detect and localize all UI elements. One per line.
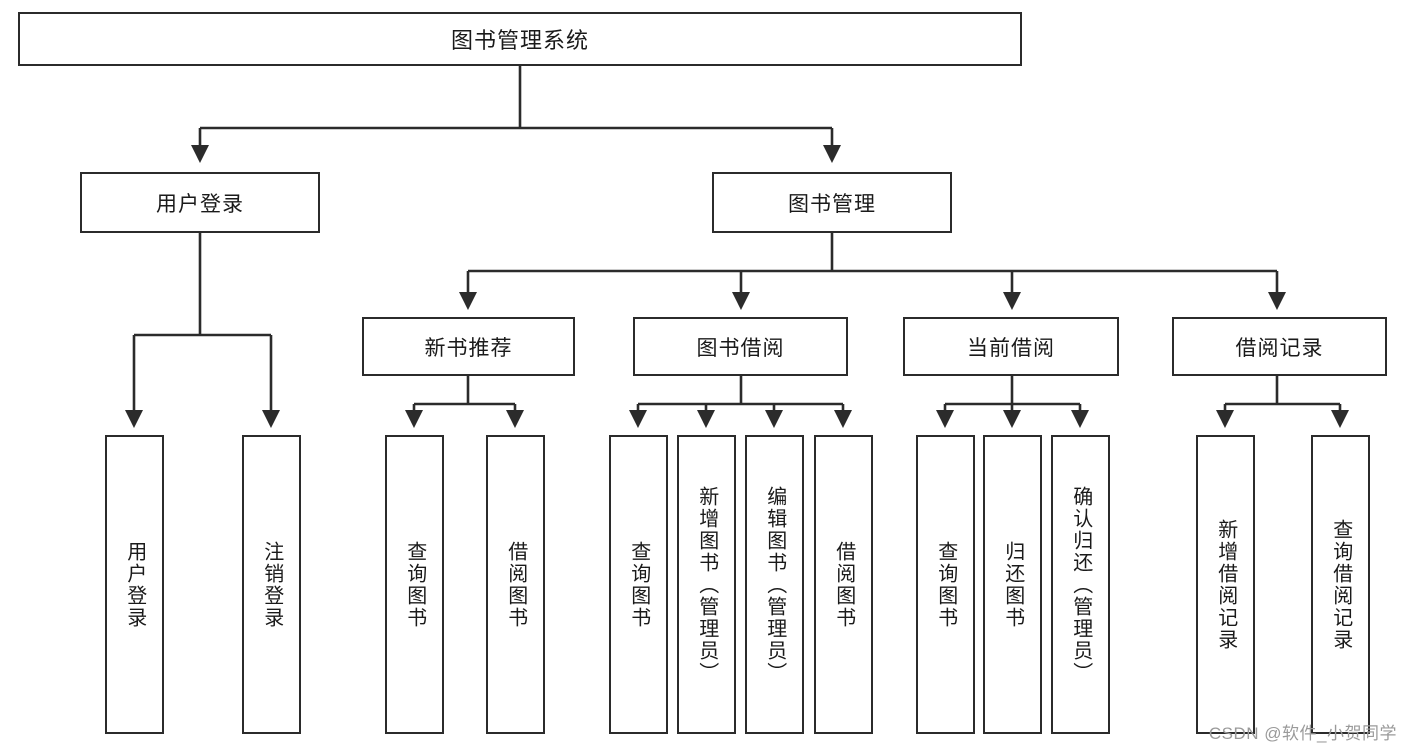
leaf-recommend-borrow-book[interactable]: 借阅图书	[486, 435, 545, 734]
node-label: 查询图书	[627, 540, 650, 629]
node-borrow-record[interactable]: 借阅记录	[1172, 317, 1387, 376]
node-label: 归还图书	[1001, 540, 1024, 629]
node-book-management[interactable]: 图书管理	[712, 172, 952, 233]
leaf-borrow-add-book[interactable]: 新增图书（管理员）	[677, 435, 736, 734]
node-label: 用户登录	[123, 540, 146, 629]
node-label: 查询借阅记录	[1329, 518, 1352, 651]
node-new-book-recommend[interactable]: 新书推荐	[362, 317, 575, 376]
node-current-borrow[interactable]: 当前借阅	[903, 317, 1119, 376]
leaf-borrow-edit-book[interactable]: 编辑图书（管理员）	[745, 435, 804, 734]
leaf-current-query-book[interactable]: 查询图书	[916, 435, 975, 734]
node-label: 注销登录	[260, 540, 283, 629]
leaf-borrow-borrow-book[interactable]: 借阅图书	[814, 435, 873, 734]
leaf-user-login-login[interactable]: 用户登录	[105, 435, 164, 734]
node-label: 确认归还（管理员）	[1069, 485, 1092, 684]
leaf-current-return-book[interactable]: 归还图书	[983, 435, 1042, 734]
node-label: 新增借阅记录	[1214, 518, 1237, 651]
node-label: 编辑图书（管理员）	[763, 485, 786, 684]
node-book-borrow[interactable]: 图书借阅	[633, 317, 848, 376]
node-user-login[interactable]: 用户登录	[80, 172, 320, 233]
node-label: 用户登录	[156, 192, 244, 216]
node-label: 当前借阅	[967, 336, 1055, 360]
node-label: 查询图书	[934, 540, 957, 629]
node-label: 图书管理	[788, 192, 876, 216]
node-label: 查询图书	[403, 540, 426, 629]
watermark-text: CSDN @软件_小贺同学	[1208, 724, 1397, 743]
node-label: 借阅图书	[504, 540, 527, 629]
node-label: 图书借阅	[696, 336, 785, 360]
leaf-record-add-record[interactable]: 新增借阅记录	[1196, 435, 1255, 734]
node-root-system[interactable]: 图书管理系统	[18, 12, 1022, 66]
node-label: 图书管理系统	[450, 28, 589, 53]
node-label: 新书推荐	[424, 336, 513, 360]
leaf-user-login-logout[interactable]: 注销登录	[242, 435, 301, 734]
node-label: 新增图书（管理员）	[695, 485, 718, 684]
node-label: 借阅图书	[832, 540, 855, 629]
leaf-borrow-query-book[interactable]: 查询图书	[609, 435, 668, 734]
leaf-record-query-record[interactable]: 查询借阅记录	[1311, 435, 1370, 734]
leaf-recommend-query-book[interactable]: 查询图书	[385, 435, 444, 734]
node-label: 借阅记录	[1235, 336, 1324, 360]
leaf-current-confirm-return[interactable]: 确认归还（管理员）	[1051, 435, 1110, 734]
